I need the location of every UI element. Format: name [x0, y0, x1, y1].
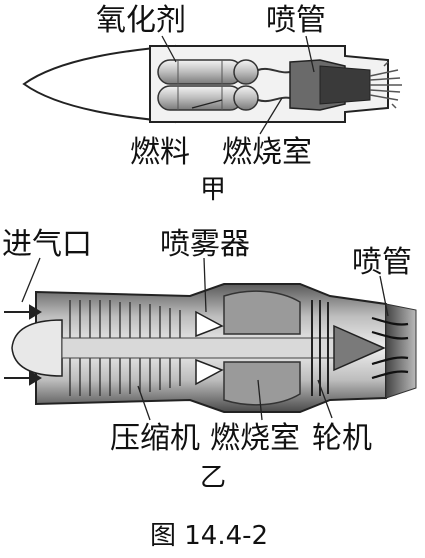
- label-compressor: 压缩机: [110, 421, 200, 456]
- label-air-inlet: 进气口: [2, 227, 92, 262]
- jet-engine-diagram: 进气口 喷雾器 喷管 压缩机 燃烧室 轮机 乙: [2, 227, 417, 493]
- label-rocket-combustion-chamber: 燃烧室: [222, 135, 312, 170]
- air-intake-arrows: [4, 304, 42, 386]
- jet-tail-cone: [333, 324, 386, 372]
- label-oxidizer: 氧化剂: [96, 3, 186, 38]
- label-sub-jia: 甲: [200, 175, 226, 205]
- jet-combustion-chamber-upper: [223, 290, 301, 335]
- rocket-exhaust: [369, 61, 402, 109]
- label-fuel-injector: 喷雾器: [160, 227, 250, 262]
- label-rocket-nozzle: 喷管: [266, 3, 326, 38]
- label-turbine: 轮机: [312, 421, 372, 456]
- figure-caption: 图 14.4-2: [150, 521, 268, 551]
- turbine-blades: [311, 300, 329, 396]
- rocket-nozzle: [319, 65, 371, 105]
- label-jet-combustion-chamber: 燃烧室: [210, 421, 300, 456]
- jet-engine-spinner: [11, 319, 63, 377]
- label-jet-nozzle: 喷管: [352, 245, 412, 280]
- label-sub-yi: 乙: [200, 463, 226, 493]
- oxidizer-tank: [157, 59, 243, 85]
- exhaust-arrows: [371, 316, 409, 380]
- rocket-diagram: 氧化剂 喷管 燃料 燃烧室 甲: [22, 3, 402, 205]
- jet-exhaust: [385, 303, 417, 399]
- fuel-injector-lower: [195, 358, 224, 386]
- label-fuel: 燃料: [130, 135, 190, 170]
- fuel-injector-upper: [195, 310, 224, 338]
- jet-combustion-chamber-lower: [223, 361, 301, 406]
